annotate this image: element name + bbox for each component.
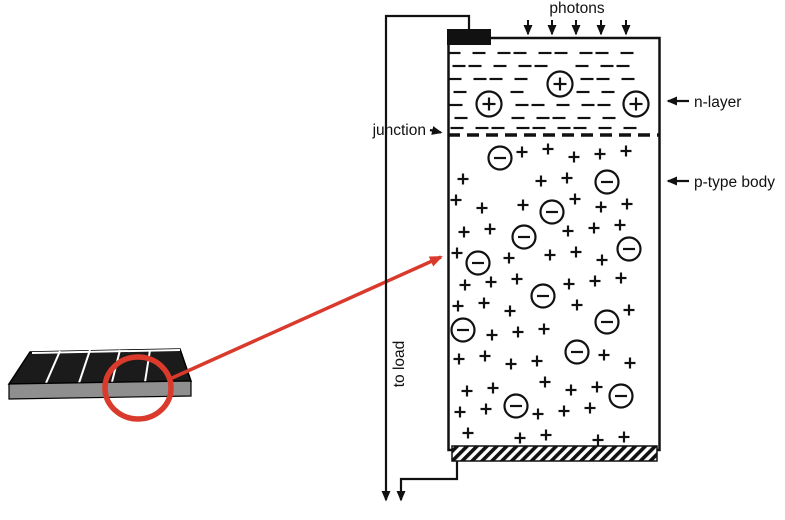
n-layer-region (447, 51, 637, 130)
to-load-label: to load (391, 341, 408, 388)
zoom-arrow (171, 255, 443, 380)
photon-arrows (523, 20, 631, 36)
photons-label: photons (549, 0, 604, 17)
wire-top (381, 14, 471, 502)
bottom-contact (451, 445, 658, 462)
highlight-circle (102, 354, 174, 422)
electron-symbols (450, 145, 642, 419)
junction-label: junction (372, 122, 426, 139)
panel-top-highlight (31, 349, 181, 354)
hole-symbols (475, 70, 650, 118)
junction-arrow (429, 126, 443, 135)
p-type-region (450, 143, 636, 446)
top-contact (447, 29, 491, 45)
solar-panel-illustration (7, 348, 193, 400)
n-layer-label: n-layer (694, 94, 741, 111)
panel-front-edge (8, 380, 192, 400)
wire-bottom (396, 461, 459, 502)
p-type-body-label: p-type body (694, 174, 775, 191)
